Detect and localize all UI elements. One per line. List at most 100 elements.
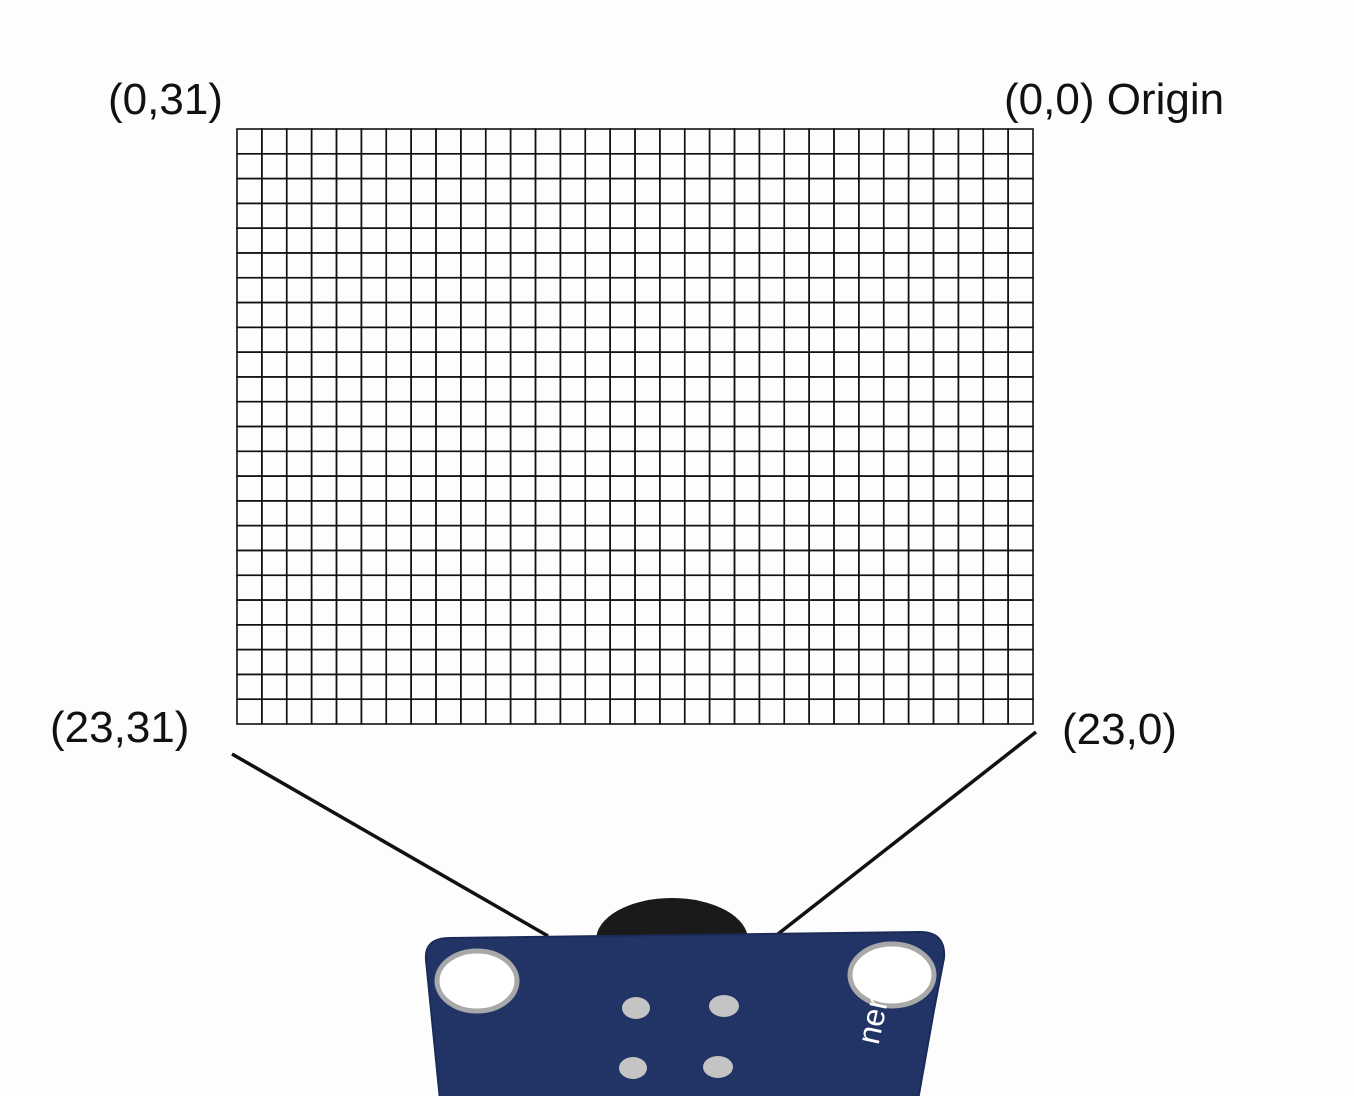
grid-cell	[460, 301, 487, 329]
grid-cell	[559, 698, 587, 725]
grid-cell	[882, 673, 910, 701]
grid-cell	[236, 400, 263, 428]
grid-cell	[460, 624, 487, 651]
grid-cell	[858, 301, 885, 329]
grid-cell	[584, 673, 611, 701]
grid-cell	[410, 276, 437, 304]
grid-cell	[410, 450, 437, 477]
grid-cell	[758, 648, 786, 676]
grid-cell	[435, 400, 462, 428]
grid-cell	[484, 202, 512, 229]
grid-cell	[858, 698, 885, 725]
grid-cell	[907, 549, 935, 577]
grid-cell	[708, 301, 736, 329]
grid-cell	[733, 177, 761, 205]
grid-cell	[584, 376, 611, 403]
grid-cell	[957, 549, 985, 577]
grid-cell	[285, 252, 313, 279]
grid-cell	[982, 599, 1009, 626]
grid-cell	[982, 624, 1009, 651]
grid-cell	[261, 673, 288, 701]
grid-cell	[808, 599, 835, 626]
grid-cell	[509, 227, 537, 254]
grid-cell	[385, 376, 412, 403]
grid-cell	[907, 599, 935, 626]
grid-cell	[534, 450, 562, 477]
grid-cell	[609, 152, 636, 180]
grid-cell	[957, 599, 985, 626]
grid-cell	[285, 673, 313, 701]
grid-cell	[659, 301, 686, 329]
grid-cell	[1007, 351, 1034, 378]
grid-cell	[708, 673, 736, 701]
grid-cell	[310, 574, 338, 601]
grid-cell	[534, 177, 562, 205]
grid-cell	[609, 227, 636, 254]
grid-cell	[882, 500, 910, 527]
grid-cell	[584, 177, 611, 205]
grid-cell	[484, 500, 512, 527]
grid-cell	[385, 202, 412, 229]
grid-cell	[808, 524, 835, 552]
grid-cell	[236, 624, 263, 651]
grid-cell	[534, 599, 562, 626]
grid-cell	[435, 624, 462, 651]
grid-cell	[285, 177, 313, 205]
grid-cell	[261, 450, 288, 477]
grid-cell	[659, 351, 686, 378]
grid-cell	[609, 376, 636, 403]
grid-cell	[1007, 227, 1034, 254]
grid-cell	[932, 376, 960, 403]
grid-cell	[285, 648, 313, 676]
grid-cell	[783, 698, 810, 725]
grid-cell	[982, 177, 1009, 205]
grid-cell	[534, 524, 562, 552]
grid-cell	[708, 475, 736, 502]
grid-cell	[584, 500, 611, 527]
grid-cell	[683, 400, 711, 428]
grid-cell	[659, 450, 686, 477]
grid-cell	[236, 351, 263, 378]
grid-cell	[310, 673, 338, 701]
grid-cell	[509, 524, 537, 552]
grid-cell	[957, 326, 985, 353]
grid-cell	[957, 450, 985, 477]
grid-cell	[733, 475, 761, 502]
grid-cell	[360, 152, 388, 180]
grid-cell	[708, 698, 736, 725]
grid-cell	[982, 152, 1009, 180]
grid-cell	[236, 276, 263, 304]
grid-cell	[410, 326, 437, 353]
grid-cell	[285, 301, 313, 329]
grid-cell	[509, 301, 537, 329]
grid-cell	[435, 648, 462, 676]
grid-cell	[783, 152, 810, 180]
grid-cell	[360, 475, 388, 502]
grid-cell	[932, 500, 960, 527]
grid-cell	[957, 227, 985, 254]
grid-cell	[310, 698, 338, 725]
grid-cell	[435, 500, 462, 527]
grid-cell	[310, 128, 338, 155]
grid-cell	[783, 673, 810, 701]
grid-cell	[858, 202, 885, 229]
grid-cell	[609, 128, 636, 155]
corner-label-bottom-left: (23,31)	[50, 703, 190, 752]
grid-cell	[460, 400, 487, 428]
grid-cell	[435, 177, 462, 205]
grid-cell	[460, 599, 487, 626]
grid-cell	[410, 128, 437, 155]
grid-cell	[534, 326, 562, 353]
grid-cell	[634, 152, 661, 180]
grid-cell	[733, 128, 761, 155]
grid-cell	[559, 524, 587, 552]
grid-cell	[733, 698, 761, 725]
grid-cell	[534, 500, 562, 527]
grid-cell	[584, 276, 611, 304]
grid-cell	[261, 425, 288, 453]
grid-cell	[758, 326, 786, 353]
grid-cell	[833, 549, 860, 577]
grid-cell	[733, 500, 761, 527]
grid-cell	[1007, 673, 1034, 701]
grid-cell	[484, 128, 512, 155]
